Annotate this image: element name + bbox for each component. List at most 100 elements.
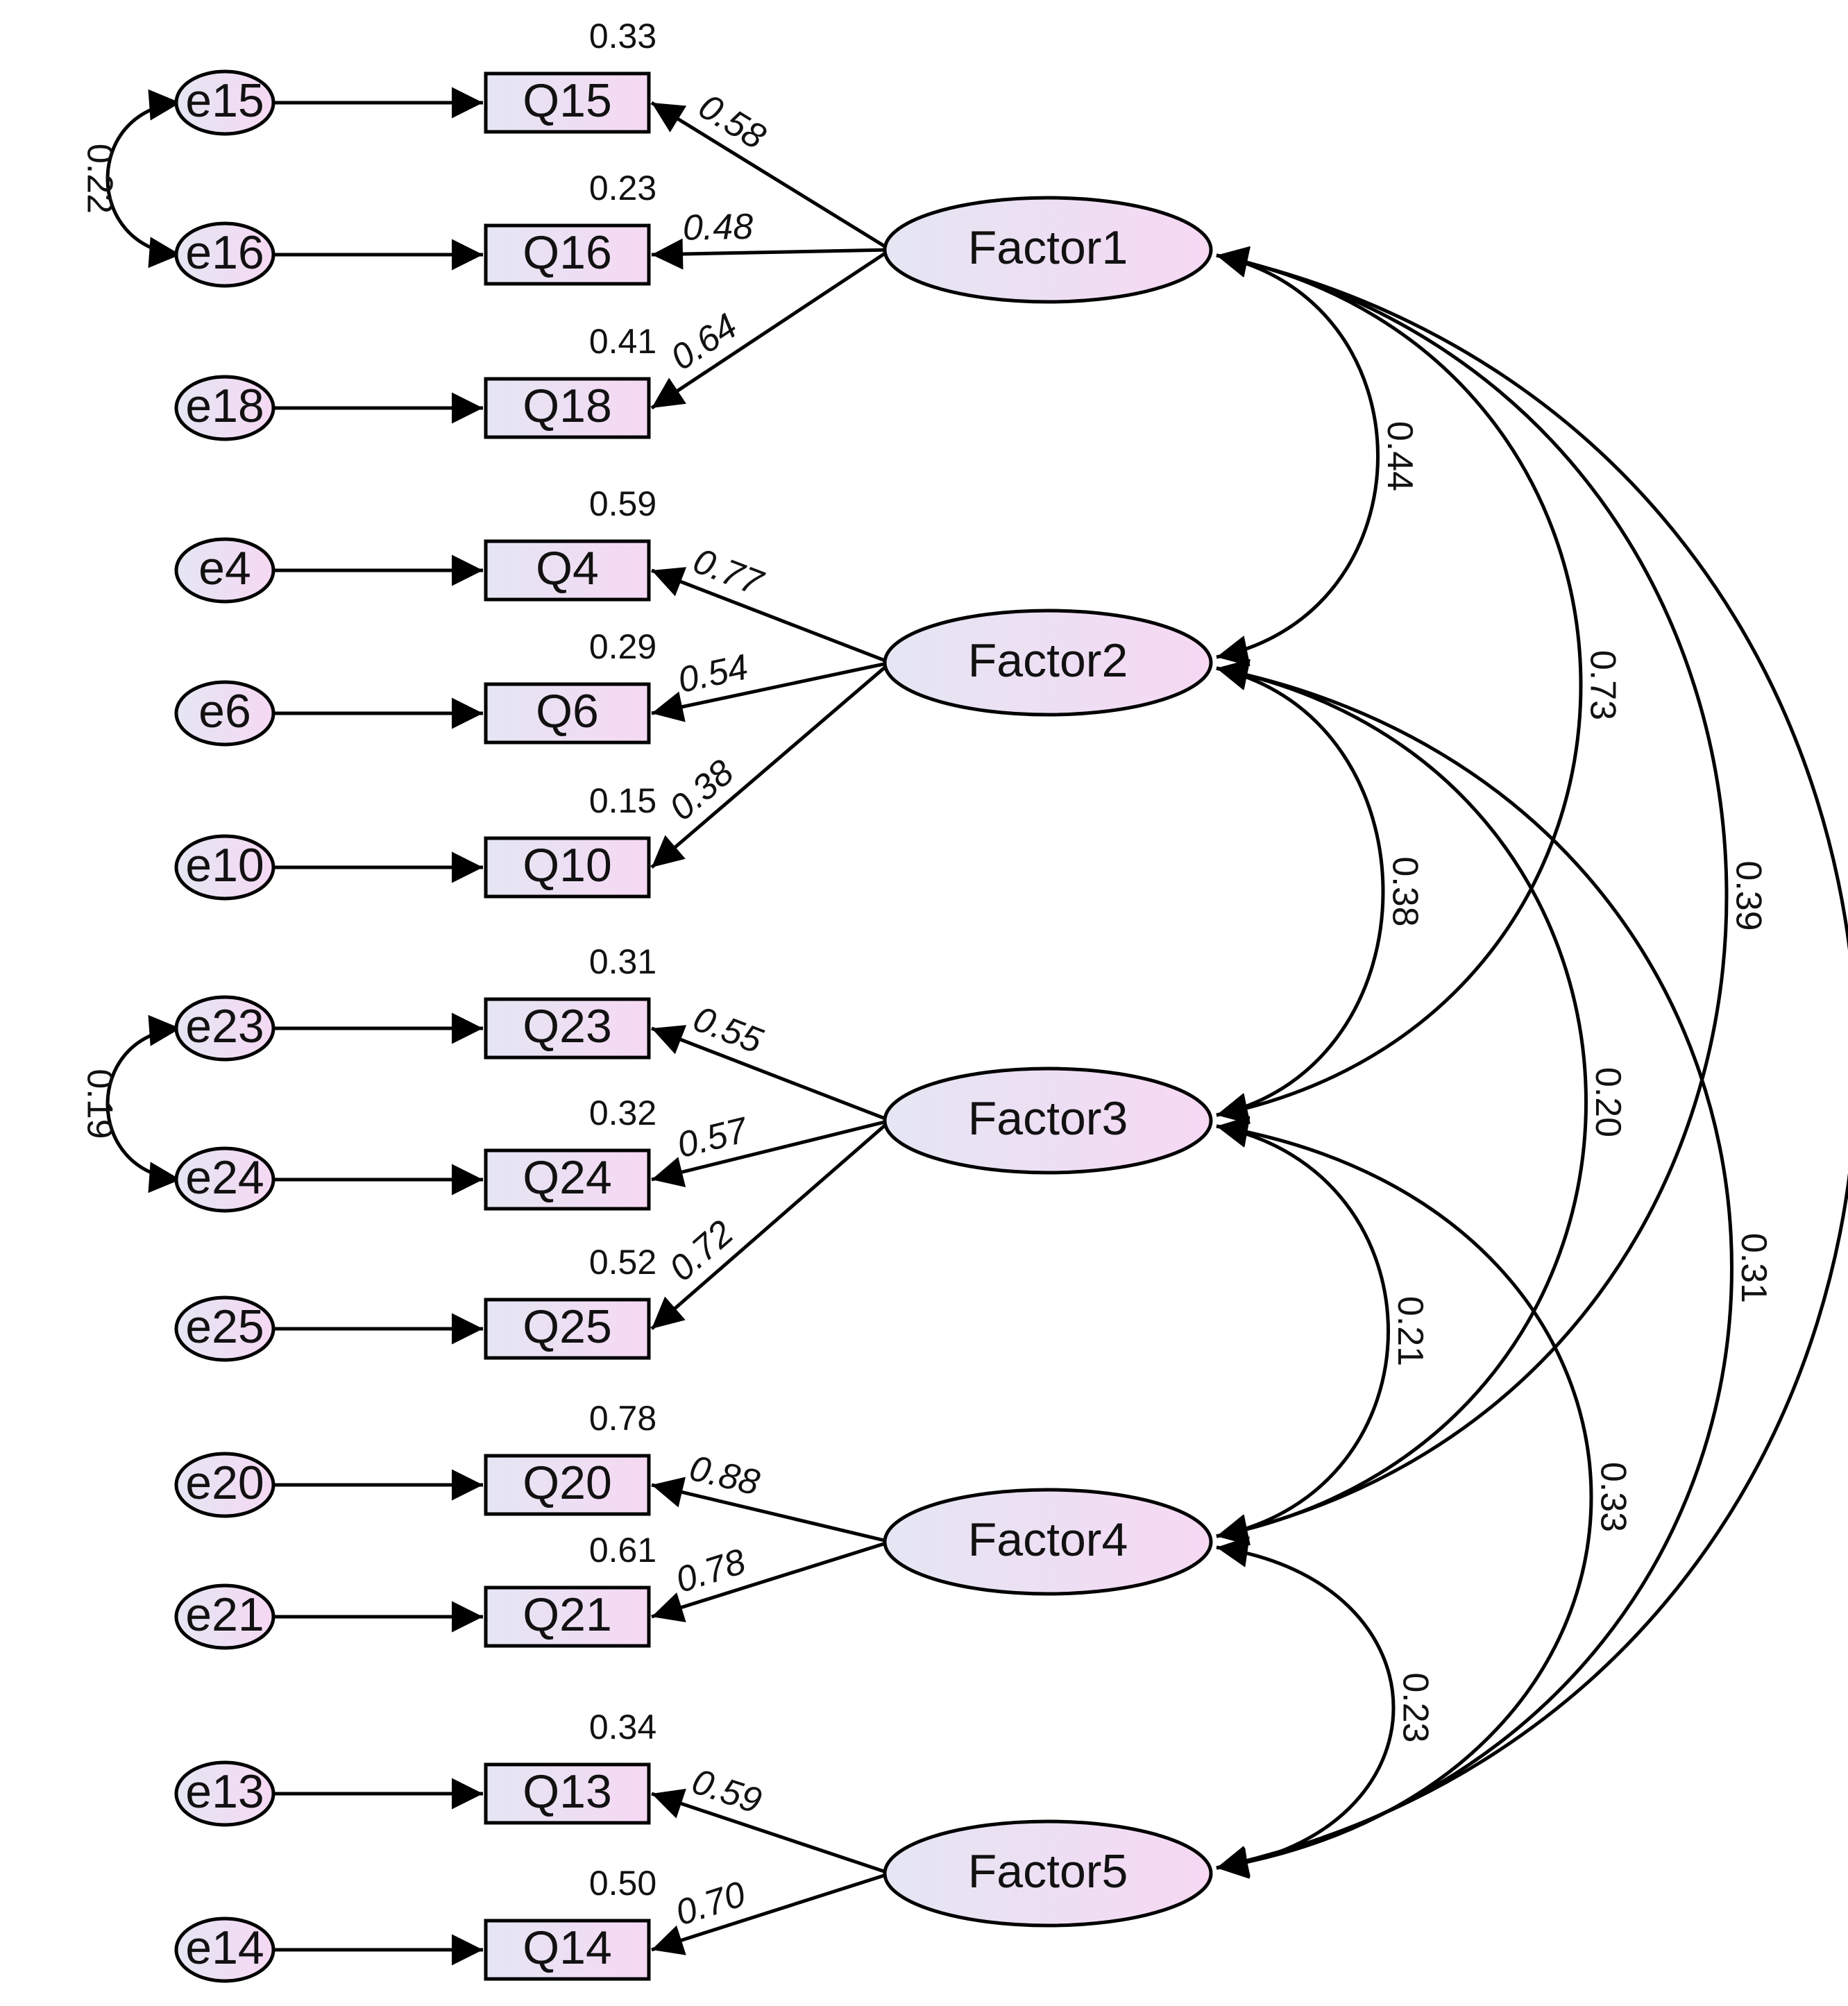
loading-arrow (650, 101, 892, 252)
loading-arrow (651, 1025, 891, 1123)
r-squared-label: 0.78 (589, 1399, 656, 1438)
r-squared-label: 0.31 (589, 942, 656, 981)
loading-label: 0.70 (671, 1874, 750, 1934)
loading-arrow (651, 661, 891, 722)
error-label: e14 (185, 1921, 264, 1974)
item-label: Q14 (523, 1921, 612, 1974)
factor-covariance-arc (1216, 246, 1848, 1877)
item-box (484, 1586, 651, 1648)
factor-label: Factor5 (968, 1845, 1128, 1898)
factor-covariance-arc (1216, 1536, 1396, 1879)
item-label: Q13 (523, 1765, 612, 1818)
item-box (484, 1762, 651, 1825)
factor-covariance-label: 0.20 (1588, 1067, 1628, 1137)
error-label: e25 (185, 1300, 264, 1353)
loading-label: 0.64 (664, 306, 745, 378)
factor-covariance-label: 0.21 (1390, 1296, 1430, 1366)
loading-arrow (651, 567, 891, 665)
loading-arrow (651, 1540, 891, 1622)
loading-arrow (650, 1119, 892, 1330)
item-box (484, 1454, 651, 1516)
item-box (484, 1298, 651, 1360)
loading-label: 0.54 (675, 647, 752, 701)
loading-arrow (651, 1119, 891, 1188)
error-node (174, 1295, 275, 1362)
error-label: e13 (185, 1765, 264, 1818)
item-box (484, 836, 651, 899)
factor-node (883, 1066, 1213, 1175)
factor-label: Factor4 (968, 1513, 1128, 1566)
r-squared-label: 0.33 (589, 17, 656, 56)
error-label: e16 (185, 226, 264, 279)
r-squared-label: 0.50 (589, 1864, 656, 1903)
factor-covariance-label: 0.38 (1384, 856, 1425, 926)
factor-node (883, 1488, 1213, 1596)
r-squared-label: 0.15 (589, 781, 656, 820)
factor-covariance-label: 0.33 (1593, 1462, 1633, 1532)
error-node (174, 537, 275, 604)
factor-node (883, 196, 1213, 304)
factor-node (883, 609, 1213, 717)
factor-covariance-label: 0.73 (1582, 650, 1622, 720)
error-covariance-label: 0.22 (79, 144, 119, 214)
error-label: e6 (198, 685, 251, 738)
factor-covariance-arc (1216, 246, 1380, 666)
r-squared-label: 0.41 (589, 322, 656, 361)
factor-covariance-arc (1216, 658, 1733, 1878)
r-squared-label: 0.61 (589, 1531, 656, 1570)
r-squared-label: 0.23 (589, 169, 656, 207)
loading-arrow (651, 1477, 891, 1544)
error-node (174, 680, 275, 747)
factor-covariance-arc (1216, 1116, 1593, 1878)
factor-label: Factor1 (968, 221, 1128, 274)
loading-label: 0.78 (671, 1541, 750, 1601)
error-node (174, 1583, 275, 1650)
nodes-layer (174, 69, 1213, 1983)
item-label: Q24 (523, 1151, 612, 1204)
error-node (174, 834, 275, 901)
item-box (484, 71, 651, 134)
error-label: e23 (185, 1000, 264, 1053)
factor-label: Factor2 (968, 634, 1128, 687)
loading-arrow (650, 661, 892, 869)
factor-node (883, 1819, 1213, 1928)
item-label: Q15 (523, 74, 612, 127)
item-label: Q20 (523, 1456, 612, 1509)
error-label: e4 (198, 542, 251, 595)
error-covariance-arc (105, 1014, 181, 1193)
error-node (174, 1146, 275, 1213)
loading-arrow (651, 1871, 891, 1955)
factor-covariance-arc (1216, 659, 1385, 1124)
item-label: Q25 (523, 1300, 612, 1353)
error-node (174, 1760, 275, 1827)
r-squared-label: 0.34 (589, 1708, 656, 1746)
loading-arrow (651, 1788, 891, 1876)
factor-covariance-arc (1216, 1116, 1390, 1546)
r-squared-label: 0.32 (589, 1094, 656, 1132)
error-label: e15 (185, 74, 264, 127)
error-label: e18 (185, 380, 264, 432)
error-label: e20 (185, 1456, 264, 1509)
error-covariance-label: 0.19 (79, 1069, 119, 1139)
factor-covariance-label: 0.23 (1395, 1672, 1435, 1742)
edges-layer (105, 87, 1848, 1966)
loading-arrow (651, 238, 891, 270)
item-label: Q18 (523, 380, 612, 432)
factor-label: Factor3 (968, 1092, 1128, 1145)
error-label: e24 (185, 1151, 264, 1204)
item-box (484, 377, 651, 439)
item-label: Q6 (536, 685, 599, 738)
loading-label: 0.38 (662, 752, 742, 828)
item-box (484, 682, 651, 745)
error-label: e21 (185, 1588, 264, 1641)
item-label: Q16 (523, 226, 612, 279)
loading-label: 0.55 (688, 998, 768, 1062)
factor-covariance-label: 0.39 (1728, 860, 1768, 930)
error-node (174, 69, 275, 136)
factor-covariance-label: 0.44 (1380, 421, 1420, 491)
item-label: Q4 (536, 542, 599, 595)
factor-covariance-arc (1216, 658, 1588, 1546)
loading-label: 0.58 (692, 86, 773, 158)
r-squared-label: 0.52 (589, 1243, 656, 1282)
